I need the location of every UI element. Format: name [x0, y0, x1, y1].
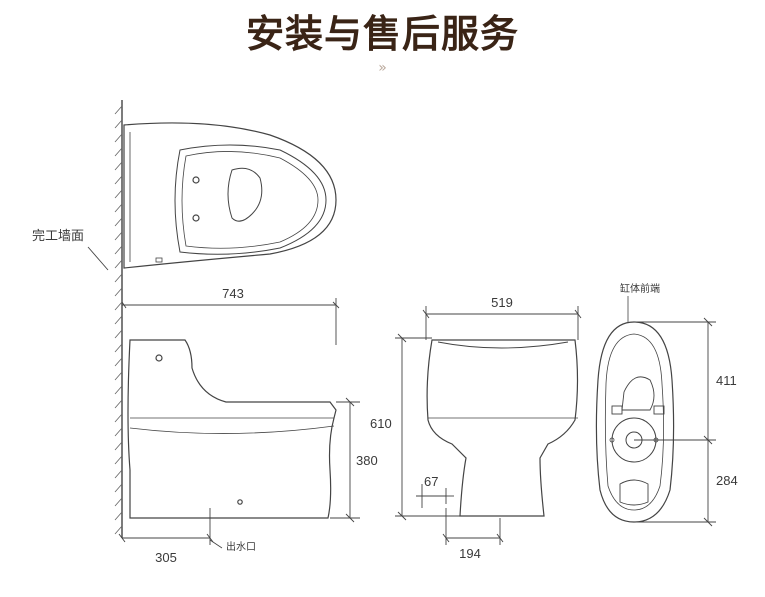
dim-380: [330, 397, 360, 523]
bottom-view: [595, 321, 675, 523]
dim-305-label: 305: [155, 550, 177, 565]
dim-743-label: 743: [222, 286, 244, 301]
bowl-front-label: 缸体前端: [620, 282, 660, 295]
dim-411-label: 411: [716, 373, 737, 388]
wall-leader-line: [87, 246, 109, 271]
dim-194: [442, 508, 504, 545]
dim-305: [118, 508, 223, 549]
dim-284-label: 284: [716, 473, 738, 488]
dim-610-label: 610: [370, 416, 392, 431]
dim-67: [416, 484, 454, 508]
chevron-down-icon: »: [378, 60, 387, 76]
page-title: 安装与售后服务: [245, 12, 519, 56]
dim-743: [121, 298, 340, 345]
dim-67-label: 67: [424, 474, 438, 489]
dim-411-284: [634, 317, 716, 527]
top-view: [123, 122, 337, 269]
front-view: [426, 339, 579, 517]
drain-outlet-label: 出水口: [226, 540, 256, 553]
dim-519-label: 519: [491, 295, 513, 310]
wall-label: 完工墙面: [32, 229, 84, 244]
dim-380-label: 380: [356, 453, 378, 468]
side-view: [127, 339, 337, 519]
dim-519: [422, 306, 582, 340]
finished-wall: [114, 100, 123, 538]
dim-610: [395, 333, 460, 521]
dim-194-label: 194: [459, 546, 481, 561]
